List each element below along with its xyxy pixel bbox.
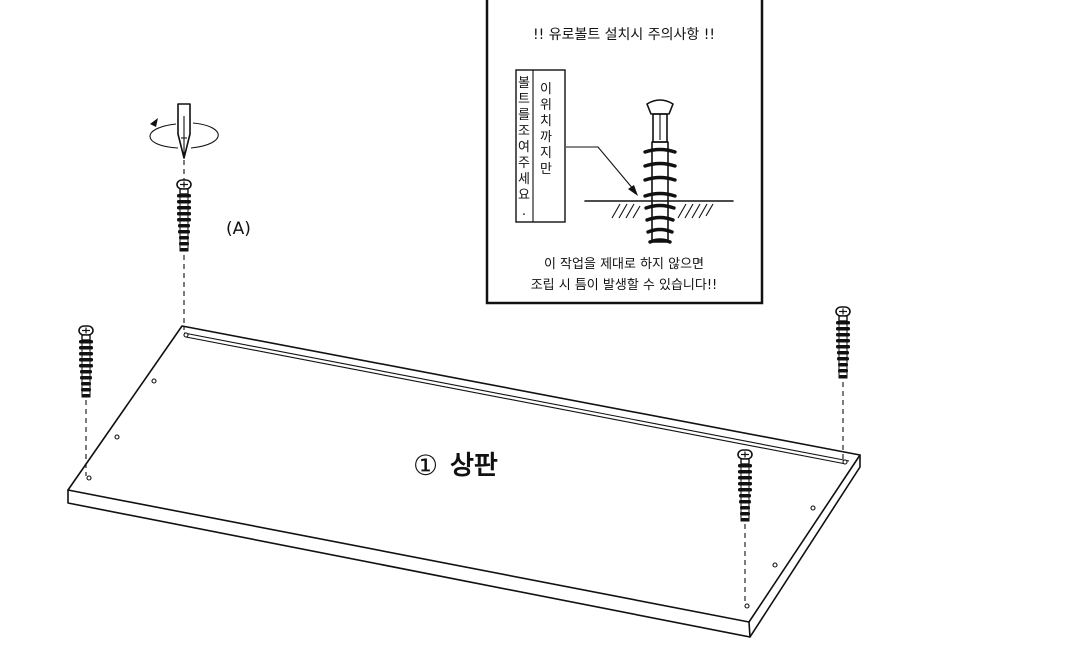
svg-text:까: 까 [540,130,552,145]
svg-text:트: 트 [518,92,530,107]
rotation-arrow-icon [149,118,219,149]
svg-text:세: 세 [518,172,530,187]
vertical-label-right: 이 위 치 까 지 만 [540,82,552,177]
notice-footer-line-2: 조립 시 틈이 발생할 수 있습니다!! [531,278,718,293]
panel-holes [86,332,848,609]
notice-title: !! 유로볼트 설치시 주의사항 !! [533,27,715,43]
notice-footer-line-1: 이 작업을 제대로 하지 않으면 [544,257,704,272]
vertical-label-frame [515,69,566,223]
svg-text:조: 조 [518,124,530,139]
svg-text:주: 주 [518,156,530,171]
panel-name: 상판 [450,451,498,481]
screwdriver-icon [177,103,191,159]
svg-text:요: 요 [518,188,530,203]
top-panel-board [67,325,861,638]
svg-text:만: 만 [540,162,552,177]
bolt-label-a: (A) [226,219,251,239]
svg-text:를: 를 [518,108,530,123]
svg-text:여: 여 [518,140,530,155]
svg-text:지: 지 [540,146,552,161]
euro-bolt-icon [835,306,851,379]
notice-box: !! 유로볼트 설치시 주의사항 !! 볼 트 를 조 여 주 세 요 . 이 … [485,0,764,305]
svg-text:.: . [522,204,526,219]
euro-bolt-detail-icon [643,99,677,244]
vertical-label-left: 볼 트 를 조 여 주 세 요 . [518,76,530,219]
svg-text:치: 치 [540,114,552,129]
panel-number: ① [413,449,438,482]
svg-text:이: 이 [540,82,552,97]
euro-bolt-icon [78,325,94,398]
euro-bolt-icon [176,179,192,252]
euro-bolt-icon [737,449,753,522]
svg-text:볼: 볼 [518,76,530,91]
surface-hatching [611,203,714,219]
svg-text:위: 위 [540,98,552,113]
